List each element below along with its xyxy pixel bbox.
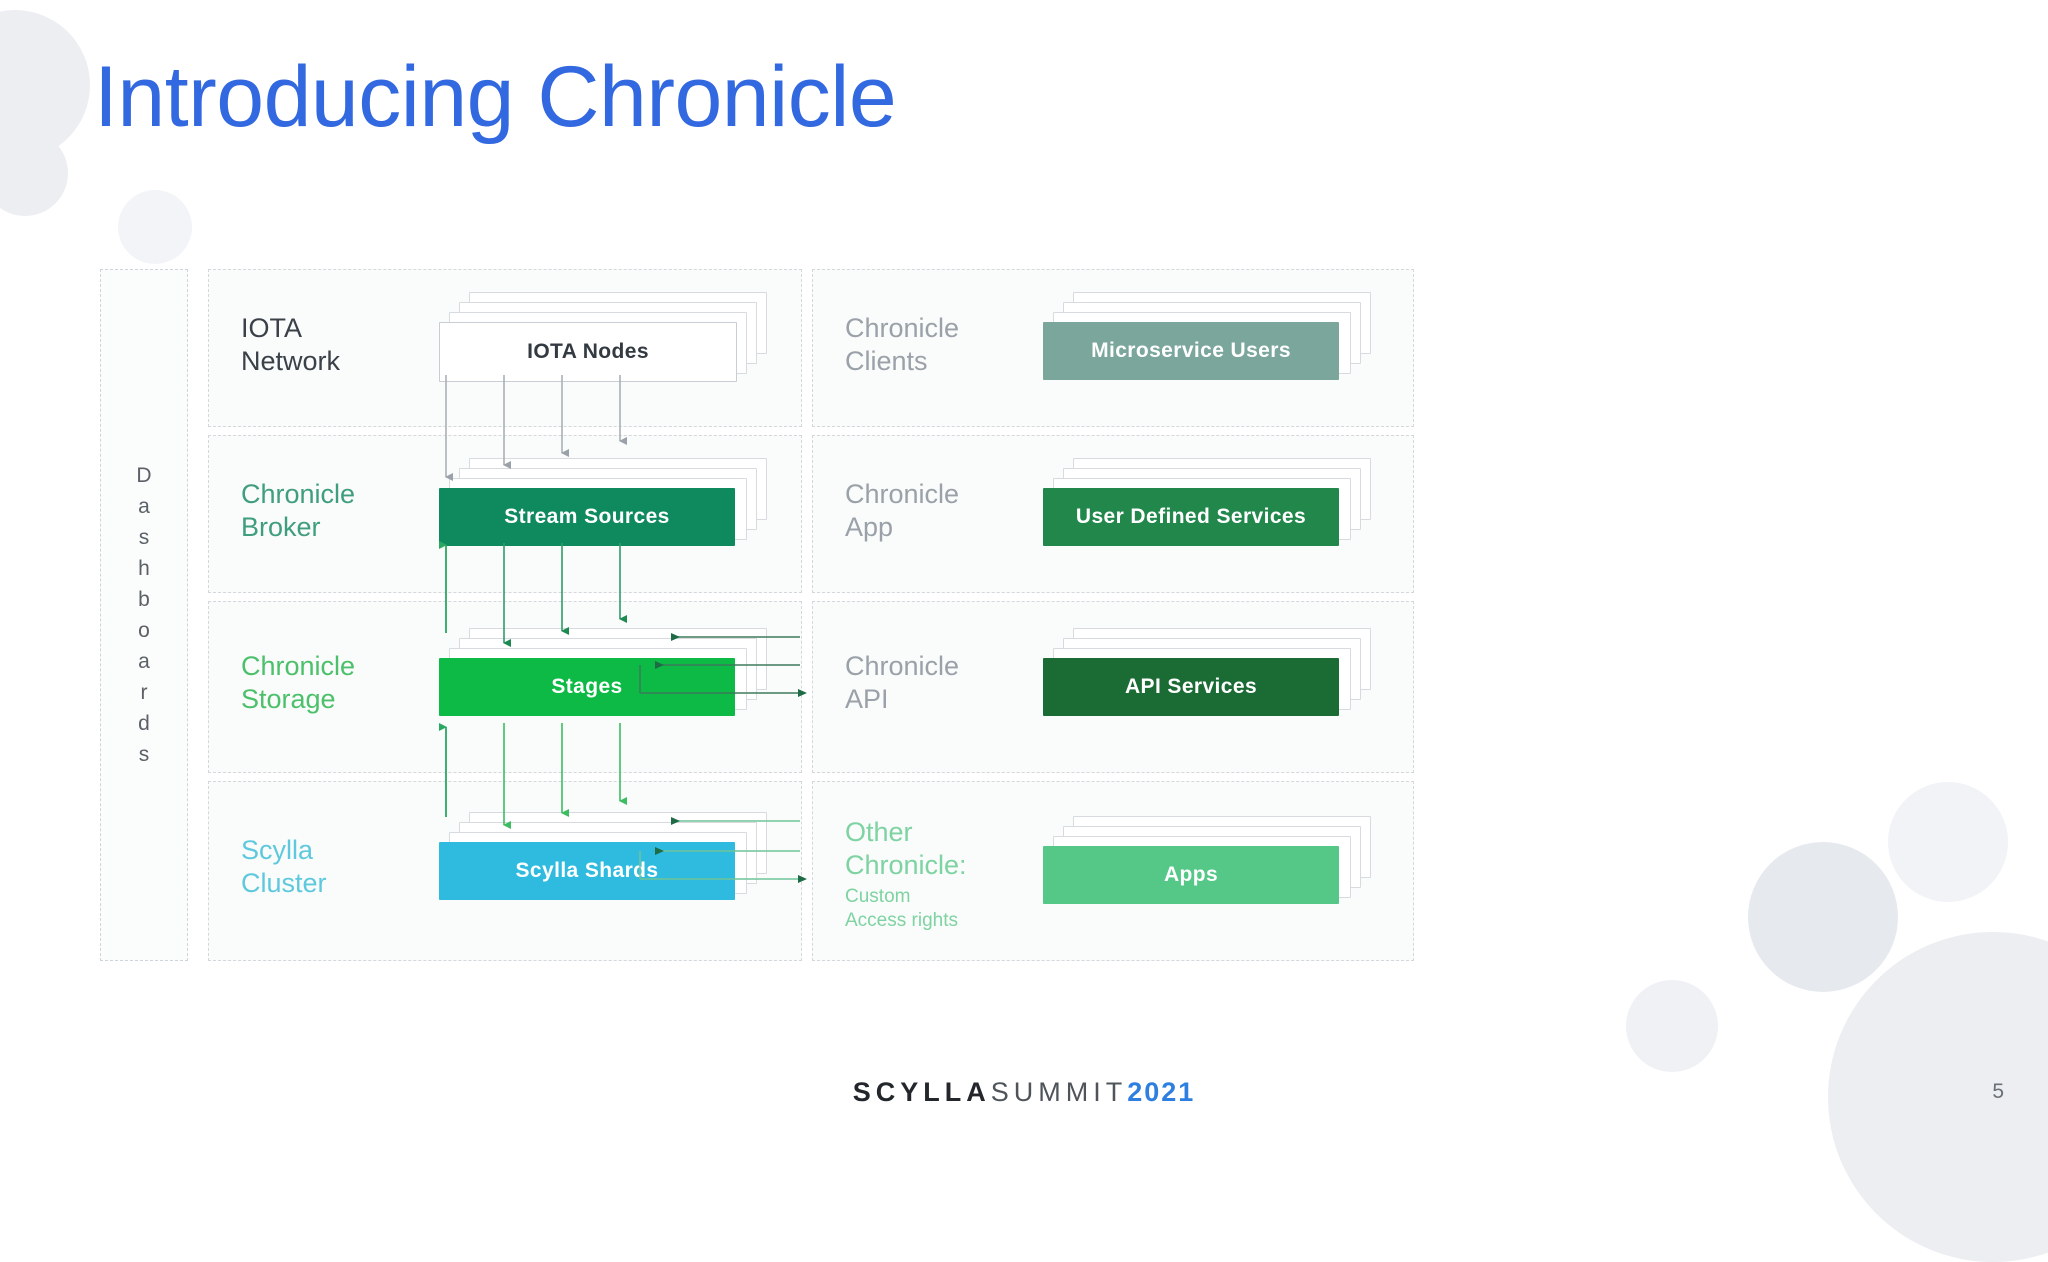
label-line: Chronicle — [241, 651, 356, 681]
background-blob — [0, 130, 68, 216]
stack-iota-nodes: IOTA Nodes — [439, 292, 767, 382]
box-scylla-shards: Scylla Shards — [439, 842, 735, 900]
stack-microservice-users: Microservice Users — [1043, 292, 1371, 382]
dashboards-letter: D — [136, 463, 152, 487]
panel-chronicle-app: Chronicle App User Defined Services — [812, 435, 1414, 593]
label-chronicle-storage: Chronicle Storage — [241, 650, 355, 716]
panel-chronicle-api: Chronicle API API Services — [812, 601, 1414, 773]
box-apps: Apps — [1043, 846, 1339, 904]
label-scylla-cluster: Scylla Cluster — [241, 834, 327, 900]
panel-chronicle-broker: Chronicle Broker Stream Sources — [208, 435, 802, 593]
background-blob — [1626, 980, 1718, 1072]
label-chronicle-api: Chronicle API — [845, 650, 959, 716]
dashboards-letter: b — [138, 587, 150, 611]
label-line: Cluster — [241, 867, 327, 898]
stack-user-defined-services: User Defined Services — [1043, 458, 1371, 548]
label-chronicle-clients: Chronicle Clients — [845, 312, 959, 378]
footer-logo: SCYLLASUMMIT2021 — [853, 1077, 1196, 1108]
stack-apps: Apps — [1043, 816, 1371, 906]
label-line: Chronicle — [845, 479, 960, 509]
label-line: Chronicle — [845, 651, 960, 681]
box-api-services: API Services — [1043, 658, 1339, 716]
dashboards-letter: s — [138, 525, 150, 549]
label-line: Scylla — [241, 835, 314, 865]
logo-year: 2021 — [1127, 1077, 1196, 1107]
logo-summit: SUMMIT — [990, 1077, 1128, 1107]
panel-scylla-cluster: Scylla Cluster Scylla Shards — [208, 781, 802, 961]
stack-stages: Stages — [439, 628, 767, 718]
label-line: App — [845, 511, 894, 542]
dashboards-letter: a — [138, 494, 150, 518]
label-iota-network: IOTA Network — [241, 312, 340, 378]
dashboards-letter: r — [140, 681, 148, 705]
label-line: Chronicle: — [845, 849, 967, 880]
label-line: Chronicle — [845, 313, 960, 343]
stack-stream-sources: Stream Sources — [439, 458, 767, 548]
panel-chronicle-storage: Chronicle Storage Stages — [208, 601, 802, 773]
dashboards-letter: h — [138, 556, 150, 580]
dashboards-rail: D a s h b o a r d s — [100, 269, 188, 961]
stack-api-services: API Services — [1043, 628, 1371, 718]
stack-scylla-shards: Scylla Shards — [439, 812, 767, 902]
page-title: Introducing Chronicle — [94, 49, 897, 145]
panel-iota-network: IOTA Network IOTA Nodes — [208, 269, 802, 427]
box-microservice-users: Microservice Users — [1043, 322, 1339, 380]
dashboards-letter: a — [138, 650, 150, 674]
label-line: Other — [845, 817, 913, 847]
label-line: Broker — [241, 511, 321, 542]
dashboards-letter: s — [138, 743, 150, 767]
label-chronicle-app: Chronicle App — [845, 478, 959, 544]
label-line: Chronicle — [241, 479, 356, 509]
label-subline: Access rights — [845, 909, 958, 931]
logo-scylla: SCYLLA — [852, 1077, 991, 1107]
background-blob — [118, 190, 192, 264]
box-user-defined-services: User Defined Services — [1043, 488, 1339, 546]
background-blob — [1888, 782, 2008, 902]
box-stream-sources: Stream Sources — [439, 488, 735, 546]
page-number: 5 — [1992, 1080, 2004, 1103]
label-chronicle-broker: Chronicle Broker — [241, 478, 355, 544]
label-subline: Custom — [845, 885, 911, 907]
label-line: Storage — [241, 683, 336, 714]
dashboards-letter: d — [138, 712, 150, 736]
architecture-diagram: D a s h b o a r d s IOTA Network IOTA No… — [100, 265, 1420, 965]
label-line: Network — [241, 345, 341, 376]
label-line: API — [845, 683, 889, 714]
box-iota-nodes: IOTA Nodes — [439, 322, 737, 382]
label-other-chronicle: Other Chronicle: Custom Access rights — [845, 816, 967, 932]
panel-chronicle-clients: Chronicle Clients Microservice Users — [812, 269, 1414, 427]
panel-other-chronicle: Other Chronicle: Custom Access rights Ap… — [812, 781, 1414, 961]
background-blob — [1748, 842, 1898, 992]
label-line: IOTA — [241, 313, 303, 343]
label-line: Clients — [845, 345, 928, 376]
box-stages: Stages — [439, 658, 735, 716]
dashboards-letter: o — [138, 619, 150, 642]
dashboards-label: D a s h b o a r d s — [136, 460, 151, 771]
